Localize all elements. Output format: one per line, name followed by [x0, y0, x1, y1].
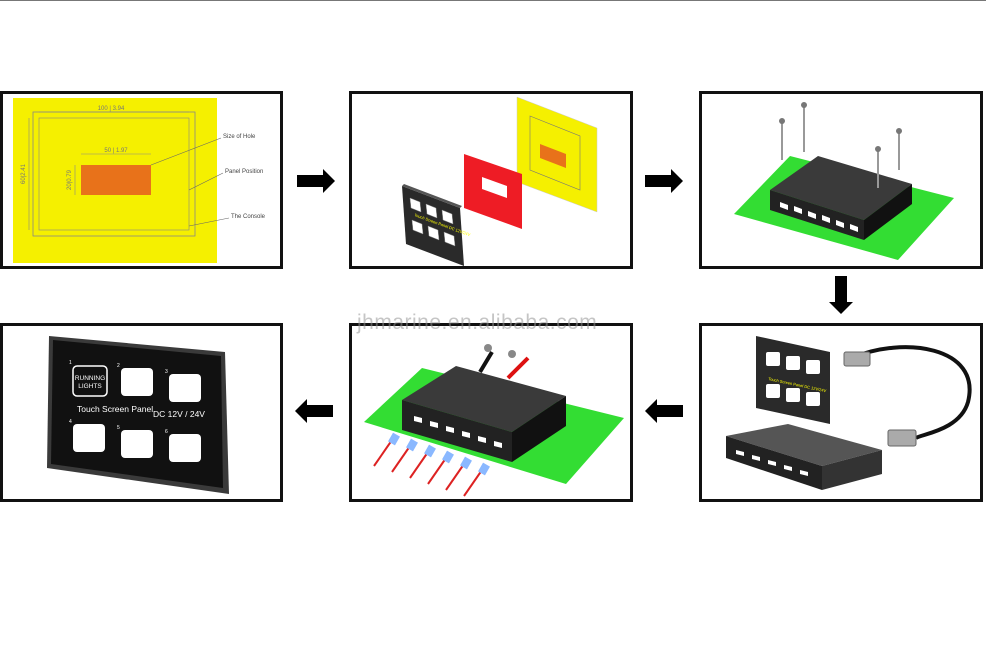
arrow-right-icon — [645, 169, 683, 193]
button-running-lights — [72, 365, 108, 397]
arrow-right-icon — [297, 169, 335, 193]
step-6-finished-panel: RUNNING LIGHTS 1 2 3 4 5 6 Touch Screen … — [0, 323, 283, 502]
button-1-label-line2: LIGHTS — [78, 383, 102, 390]
the-console-label: The Console — [231, 214, 266, 220]
dim-inner-left-label: 20|0.79 — [67, 169, 73, 190]
panel-voltage: DC 12V / 24V — [153, 409, 205, 419]
panel-position-label: Panel Position — [225, 169, 263, 175]
watermark-text: jhmarine.en.alibaba.com — [357, 311, 598, 334]
dim-top-label: 100 | 3.94 — [98, 106, 125, 112]
button-5 — [121, 430, 153, 458]
button-4-number: 4 — [69, 419, 72, 425]
connector-top — [843, 351, 871, 367]
size-of-hole-label: Size of Hole — [223, 134, 256, 140]
arrow-left-icon — [645, 399, 683, 423]
top-divider — [0, 0, 986, 1]
button-1-number: 1 — [69, 360, 72, 366]
hole-rectangle — [81, 165, 151, 195]
arrow-left-icon — [295, 399, 333, 423]
harness-cable — [851, 345, 972, 440]
button-6-number: 6 — [165, 429, 168, 435]
step-2-exploded-view: Touch Screen Panel DC 12V/24V — [349, 91, 633, 269]
button-3-number: 3 — [165, 369, 168, 375]
button-4 — [73, 424, 105, 452]
step-5-wiring — [349, 323, 633, 502]
control-box-top — [402, 366, 566, 432]
control-box-top — [770, 156, 912, 220]
button-6 — [169, 434, 201, 462]
dim-inner-label: 50 | 1.97 — [104, 148, 128, 154]
step-4-harness-connection: Touch Screen Panel DC 12V/24V — [699, 323, 983, 502]
control-box-top — [726, 424, 882, 466]
button-5-number: 5 — [117, 425, 120, 431]
connector-bottom — [887, 429, 917, 447]
console-hole — [540, 144, 566, 168]
dim-left-label: 60|2.41 — [21, 163, 27, 184]
button-2 — [121, 368, 153, 396]
arrow-down-icon — [829, 276, 853, 314]
button-3 — [169, 374, 201, 402]
step-1-cutout-drawing: 100 | 3.94 50 | 1.97 60|2.41 20|0.79 Siz… — [0, 91, 283, 269]
button-2-number: 2 — [117, 363, 120, 369]
panel-title: Touch Screen Panel — [77, 404, 153, 414]
button-1-label-line1: RUNNING — [75, 375, 105, 382]
step-3-screw-mounting — [699, 91, 983, 269]
